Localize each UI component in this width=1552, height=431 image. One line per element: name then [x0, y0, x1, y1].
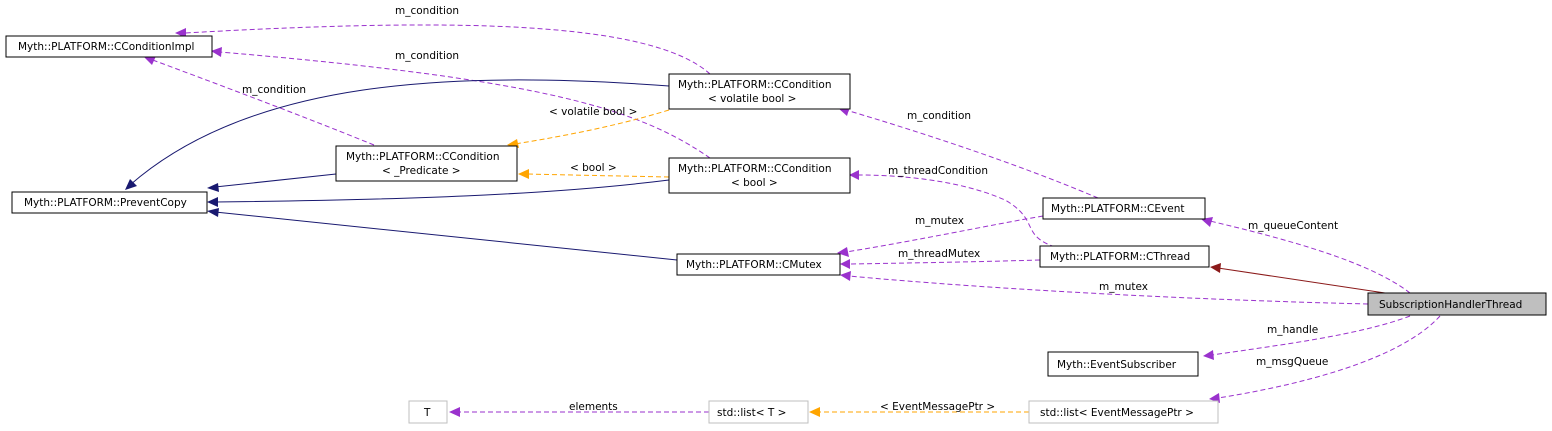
- label-m-condition-top: m_condition: [395, 5, 459, 17]
- node-cconditionimpl[interactable]: Myth::PLATFORM::CConditionImpl: [5, 35, 213, 58]
- node-cmutex[interactable]: Myth::PLATFORM::CMutex: [676, 253, 841, 276]
- edge-inherit-volatile-preventcopy: [129, 79, 670, 186]
- label-m-msg-queue: m_msgQueue: [1256, 356, 1328, 368]
- edge-inherit-sub-cthread: [1217, 267, 1386, 294]
- edge-m-thread-mutex-arrowhead: [840, 259, 850, 269]
- edge-m-msg-queue: [1217, 315, 1441, 399]
- edge-template-volatile-bool: [514, 109, 670, 145]
- label-m-condition-right: m_condition: [907, 110, 971, 122]
- label-m-thread-condition: m_threadCondition: [888, 165, 988, 177]
- node-preventcopy-label: Myth::PLATFORM::PreventCopy: [24, 197, 187, 209]
- node-ccondition-volatile-bool[interactable]: Myth::PLATFORM::CCondition < volatile bo…: [668, 73, 851, 110]
- edge-inherit-predicate-arrowhead: [207, 183, 219, 192]
- edge-template-bool: [526, 173, 670, 178]
- edge-inherit-predicate-preventcopy: [214, 173, 337, 188]
- edge-m-mutex-sub-arrowhead: [840, 271, 851, 281]
- label-event-message-ptr: < EventMessagePtr >: [880, 401, 995, 413]
- edge-m-condition-left: [149, 58, 375, 146]
- node-ccondition-predicate-line2: < _Predicate >: [382, 165, 461, 177]
- edge-inherit-cmutex-arrowhead: [207, 208, 219, 217]
- edge-m-condition-mid-arrowhead: [211, 47, 222, 57]
- node-t[interactable]: T: [408, 400, 448, 424]
- node-eventsubscriber[interactable]: Myth::EventSubscriber: [1047, 351, 1199, 377]
- edge-template-eventmessageptr-arrowhead: [809, 407, 820, 417]
- label-m-mutex-cevent: m_mutex: [915, 215, 964, 227]
- edge-m-mutex-cevent-arrowhead: [837, 247, 849, 257]
- edge-inherit-bool-arrowhead: [207, 197, 218, 207]
- node-cthread[interactable]: Myth::PLATFORM::CThread: [1039, 245, 1210, 268]
- edge-m-condition-mid: [219, 51, 711, 159]
- node-ccondition-volatile-bool-line2: < volatile bool >: [708, 93, 796, 105]
- label-bool: < bool >: [570, 162, 617, 174]
- node-ccondition-predicate-line1: Myth::PLATFORM::CCondition: [346, 151, 500, 163]
- edge-m-mutex-sub: [848, 275, 1369, 305]
- node-std-list-eventmessageptr[interactable]: std::list< EventMessagePtr >: [1028, 400, 1219, 424]
- edge-labels: m_condition m_condition m_condition m_co…: [242, 5, 1338, 413]
- edge-m-handle-arrowhead: [1203, 350, 1214, 360]
- edges: [125, 24, 1441, 417]
- node-ccondition-bool[interactable]: Myth::PLATFORM::CCondition < bool >: [668, 157, 851, 194]
- node-ccondition-bool-line2: < bool >: [731, 177, 778, 189]
- node-cevent[interactable]: Myth::PLATFORM::CEvent: [1042, 197, 1206, 220]
- edge-inherit-volatile-arrowhead: [125, 179, 137, 190]
- label-m-condition-left: m_condition: [242, 84, 306, 96]
- node-cevent-label: Myth::PLATFORM::CEvent: [1051, 203, 1184, 215]
- edge-elements-arrowhead: [449, 407, 460, 417]
- node-eventsubscriber-label: Myth::EventSubscriber: [1057, 359, 1177, 371]
- edge-m-handle: [1211, 315, 1411, 356]
- label-m-thread-mutex: m_threadMutex: [898, 248, 980, 260]
- node-std-list-eventmessageptr-label: std::list< EventMessagePtr >: [1040, 407, 1194, 419]
- node-t-label: T: [423, 407, 431, 419]
- node-cconditionimpl-label: Myth::PLATFORM::CConditionImpl: [18, 41, 194, 53]
- node-subscriptionhandlerthread-label: SubscriptionHandlerThread: [1379, 299, 1522, 311]
- edge-inherit-sub-cthread-arrowhead: [1210, 263, 1221, 273]
- node-cmutex-label: Myth::PLATFORM::CMutex: [686, 259, 822, 271]
- edge-template-bool-arrowhead: [518, 169, 529, 179]
- node-ccondition-bool-line1: Myth::PLATFORM::CCondition: [678, 163, 832, 175]
- edge-m-condition-right: [845, 109, 1099, 199]
- edge-m-condition-top: [184, 24, 711, 75]
- node-std-list-t-label: std::list< T >: [717, 407, 786, 419]
- edge-m-mutex-cevent: [845, 215, 1044, 253]
- node-subscriptionhandlerthread[interactable]: SubscriptionHandlerThread: [1367, 292, 1547, 316]
- edge-m-thread-condition-arrowhead: [849, 170, 859, 180]
- node-preventcopy[interactable]: Myth::PLATFORM::PreventCopy: [11, 191, 208, 214]
- node-ccondition-volatile-bool-line1: Myth::PLATFORM::CCondition: [678, 79, 832, 91]
- label-m-queue-content: m_queueContent: [1248, 220, 1338, 232]
- edge-inherit-cmutex-preventcopy: [214, 211, 678, 261]
- edge-inherit-bool-preventcopy: [214, 179, 670, 203]
- node-ccondition-predicate[interactable]: Myth::PLATFORM::CCondition < _Predicate …: [335, 145, 518, 182]
- edge-m-thread-condition: [857, 174, 1056, 248]
- nodes: Myth::PLATFORM::CConditionImpl Myth::PLA…: [5, 35, 1547, 424]
- edge-m-queue-content: [1209, 220, 1411, 294]
- node-std-list-t[interactable]: std::list< T >: [708, 400, 809, 424]
- edge-m-thread-mutex: [848, 259, 1041, 265]
- node-cthread-label: Myth::PLATFORM::CThread: [1050, 251, 1190, 263]
- label-m-mutex-sub: m_mutex: [1099, 281, 1148, 293]
- label-m-handle: m_handle: [1267, 324, 1318, 336]
- edge-m-condition-left-arrowhead: [144, 56, 156, 65]
- label-m-condition-mid: m_condition: [395, 50, 459, 62]
- label-volatile-bool: < volatile bool >: [549, 106, 637, 118]
- label-elements: elements: [569, 401, 618, 413]
